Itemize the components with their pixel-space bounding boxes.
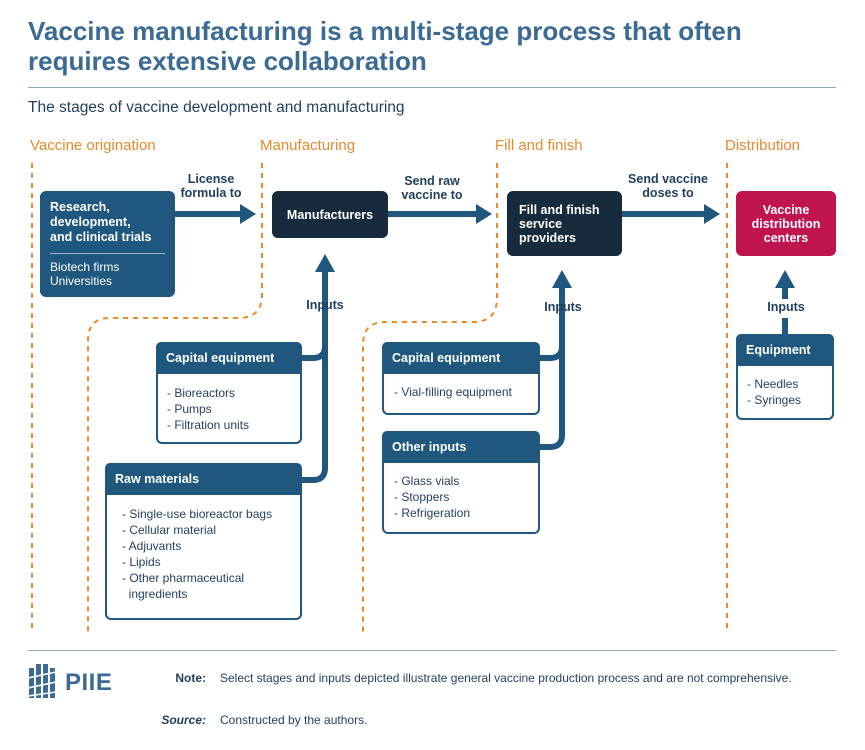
- other-inputs-header: Other inputs: [382, 431, 540, 463]
- mfg-capital-equipment-header: Capital equipment: [156, 342, 302, 374]
- list-item: - Single-use bioreactor bags: [122, 507, 273, 521]
- stage-separators: [31, 163, 728, 632]
- research-development-box: Research, development, and clinical tria…: [40, 191, 175, 297]
- stage-manufacturing: Manufacturing: [260, 137, 356, 154]
- manufacturers-box: Manufacturers: [272, 191, 388, 238]
- send-raw-vaccine-label: Send raw vaccine to: [401, 174, 463, 202]
- stage-fill-and-finish: Fill and finish: [495, 137, 583, 154]
- fill-input-lines: [538, 286, 565, 450]
- list-item: - Refrigeration: [394, 506, 471, 520]
- piie-logo-mark-icon: [28, 664, 57, 698]
- flow-arrows: [175, 204, 720, 224]
- note-text: Select stages and inputs depicted illust…: [220, 671, 792, 685]
- research-box-actors: Biotech firms Universities: [50, 260, 120, 288]
- piie-logo: PIIE: [28, 662, 128, 702]
- license-formula-label: License formula to: [180, 172, 242, 200]
- raw-materials-header: Raw materials: [105, 463, 302, 495]
- fill-finish-box: Fill and finish service providers: [507, 191, 622, 256]
- manufacturing-inputs-label: Inputs: [306, 298, 344, 312]
- fill-capital-equipment-header: Capital equipment: [382, 342, 540, 374]
- diagram-subtitle: The stages of vaccine development and ma…: [28, 99, 405, 116]
- distribution-centers-box: Vaccine distribution centers: [736, 191, 836, 256]
- source-text: Constructed by the authors.: [220, 713, 368, 727]
- list-item: - Vial-filling equipment: [394, 385, 512, 399]
- stage-distribution: Distribution: [725, 137, 801, 154]
- send-vaccine-doses-label: Send vaccine doses to: [628, 172, 708, 200]
- other-inputs-list: - Glass vials - Stoppers - Refrigeration: [382, 463, 540, 534]
- list-item: - Cellular material: [122, 523, 217, 537]
- equipment-list: - Needles - Syringes: [736, 366, 834, 420]
- distribution-inputs-label: Inputs: [767, 300, 805, 314]
- page-title: Vaccine manufacturing is a multi-stage p…: [28, 16, 742, 76]
- list-item: - Needles: [747, 377, 799, 391]
- fill-inputs-label: Inputs: [544, 300, 582, 314]
- piie-logo-text: PIIE: [65, 669, 113, 696]
- note-label: Note:: [175, 671, 206, 685]
- list-item: - Lipids: [122, 555, 161, 569]
- stage-vaccine-origination: Vaccine origination: [30, 137, 156, 154]
- manufacturing-input-lines: [300, 270, 328, 483]
- list-item: - Other pharmaceutical ingredients: [122, 571, 245, 601]
- research-box-divider: [50, 253, 165, 254]
- list-item: - Pumps: [167, 402, 212, 416]
- mfg-capital-equipment-list: - Bioreactors - Pumps - Filtration units: [156, 374, 302, 444]
- raw-materials-list: - Single-use bioreactor bags - Cellular …: [105, 495, 302, 620]
- source-label: Source:: [161, 713, 206, 727]
- list-item: - Filtration units: [167, 418, 250, 432]
- title-divider: [28, 87, 836, 88]
- fill-capital-equipment-list: - Vial-filling equipment: [382, 374, 540, 415]
- research-box-title: Research, development, and clinical tria…: [50, 200, 152, 244]
- equipment-header: Equipment: [736, 334, 834, 366]
- list-item: - Glass vials: [394, 474, 460, 488]
- list-item: - Adjuvants: [122, 539, 182, 553]
- list-item: - Stoppers: [394, 490, 450, 504]
- list-item: - Bioreactors: [167, 386, 236, 400]
- list-item: - Syringes: [747, 393, 802, 407]
